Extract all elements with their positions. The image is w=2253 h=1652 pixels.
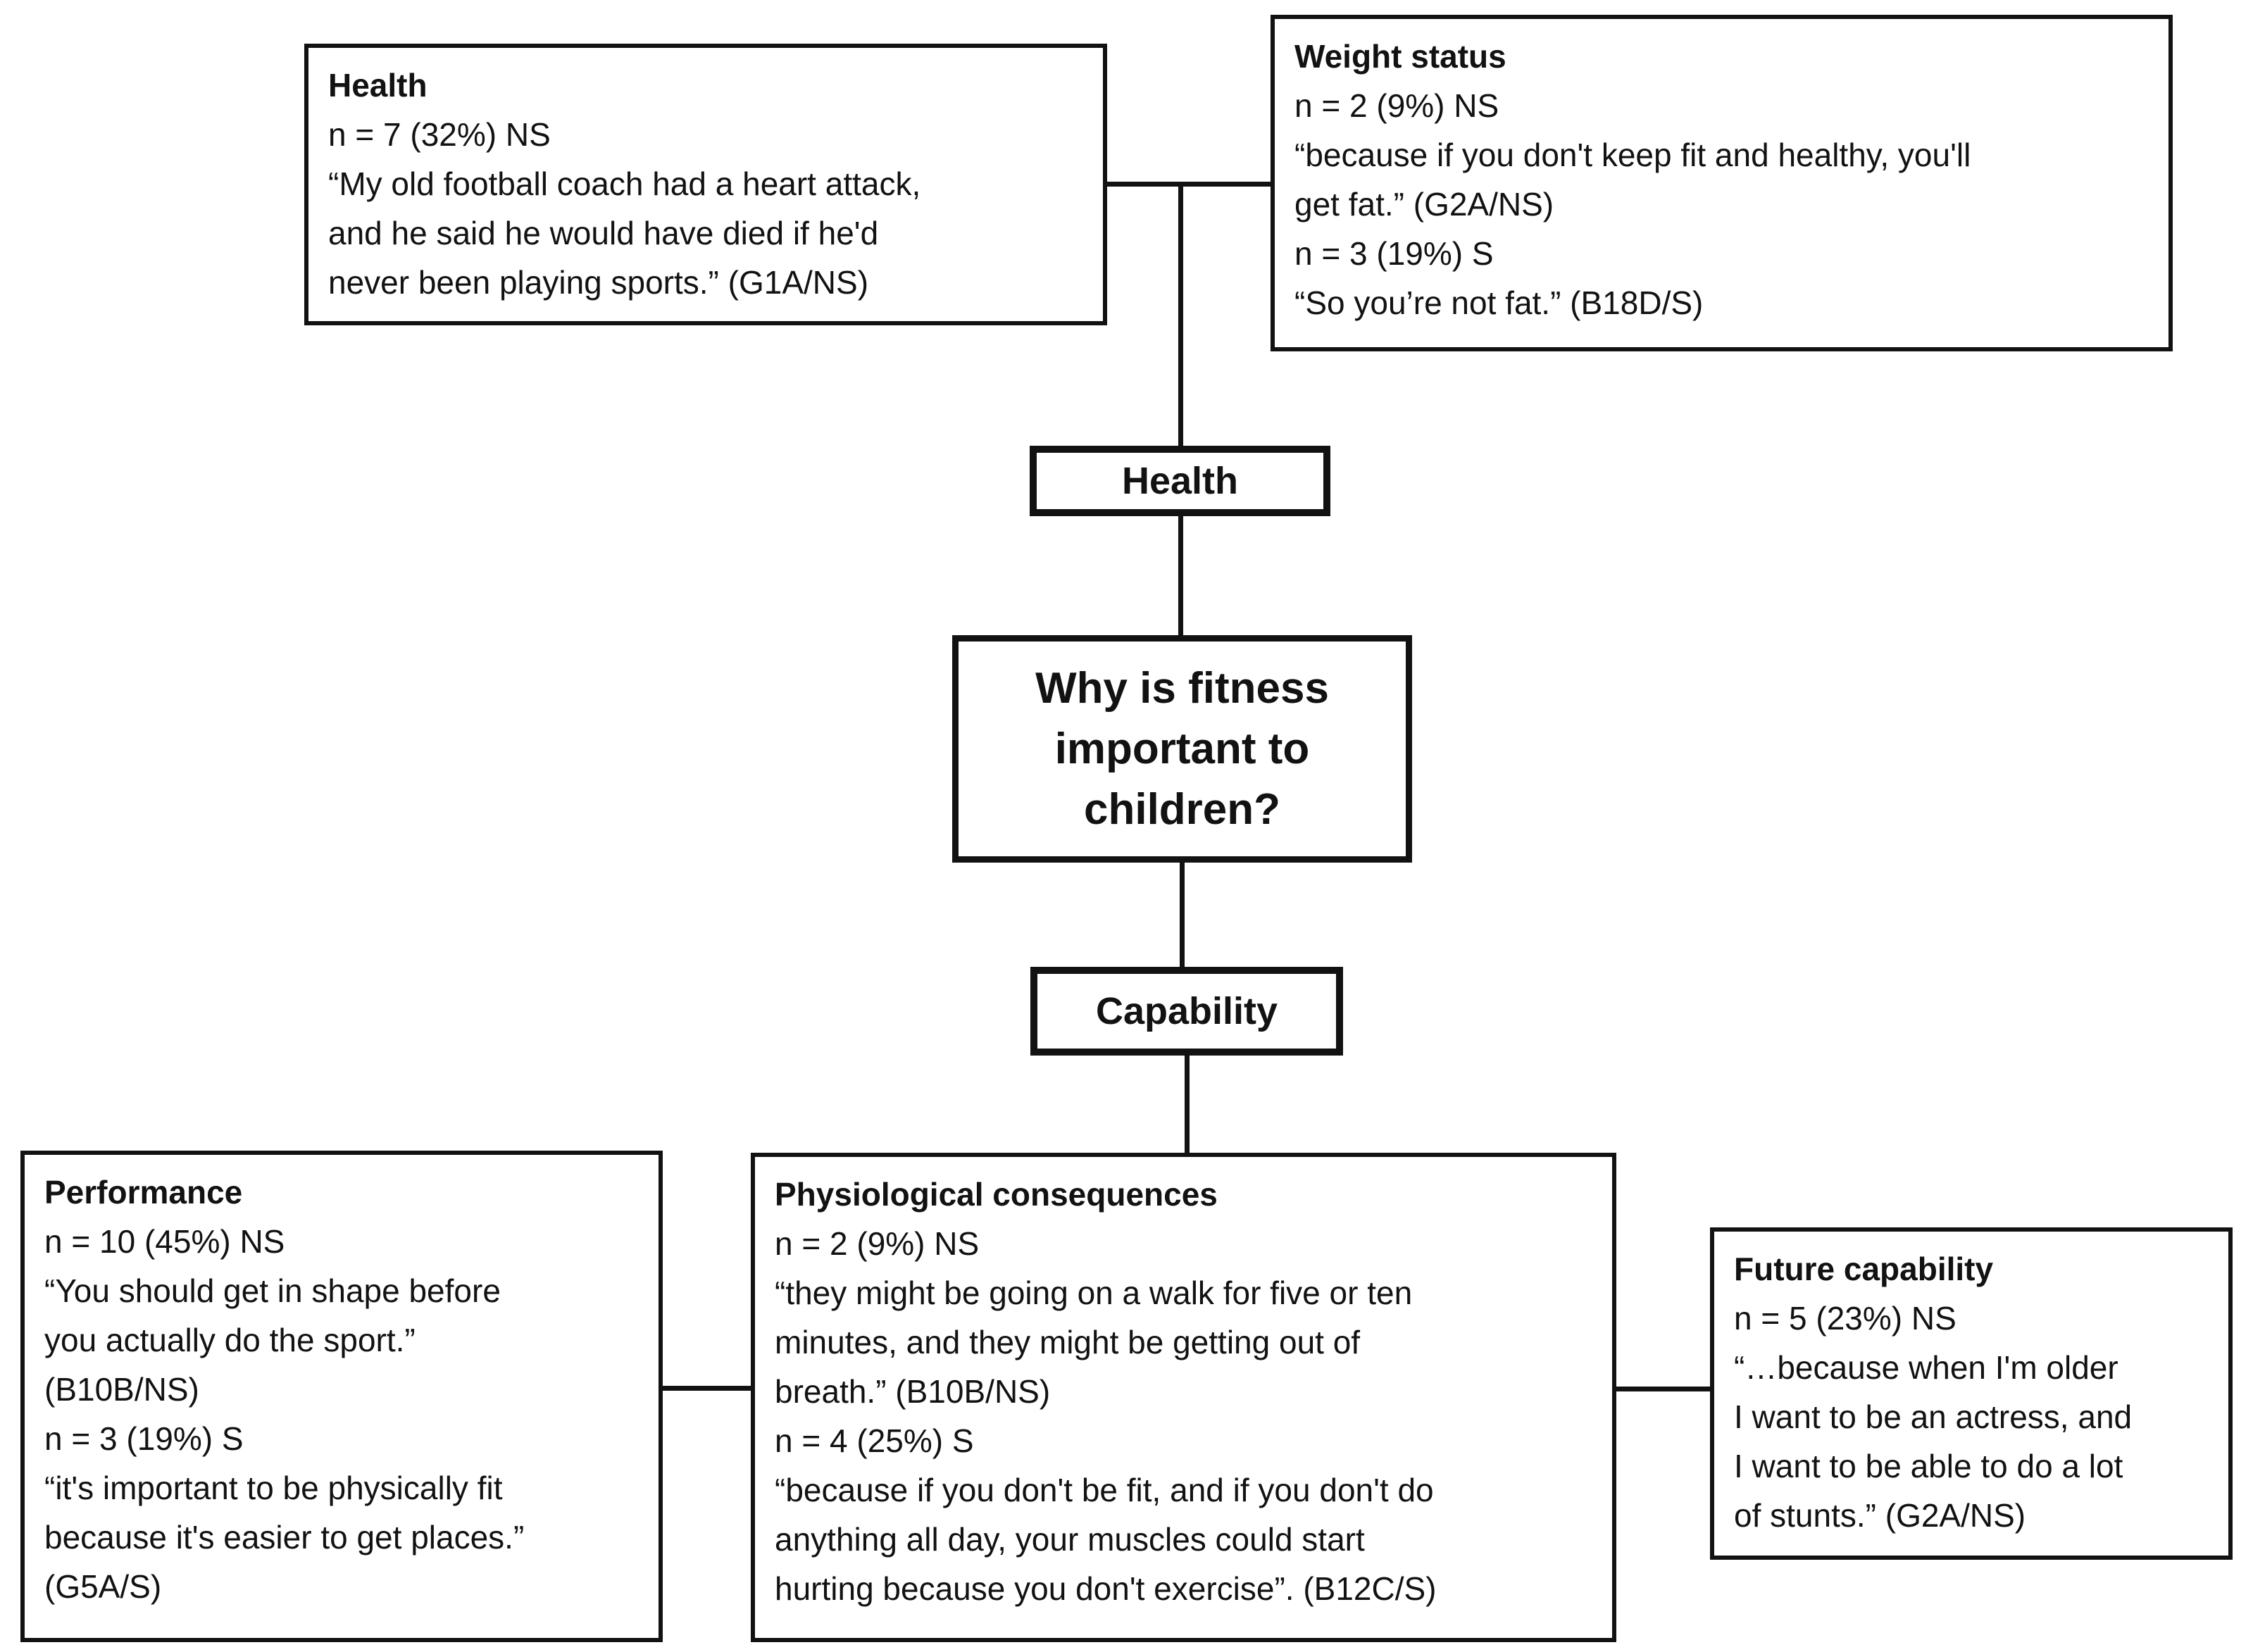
category-box-performance: Performance n = 10 (45%) NS “You should …: [20, 1151, 663, 1642]
connector-capability-theme-to-physiological: [1185, 1053, 1190, 1155]
category-box-physiological-consequences: Physiological consequences n = 2 (9%) NS…: [751, 1153, 1616, 1642]
category-box-future-capability: Future capability n = 5 (23%) NS “…becau…: [1710, 1227, 2233, 1560]
category-title-health: Health: [328, 67, 427, 104]
theme-box-capability: Capability: [1030, 967, 1343, 1056]
category-box-health: Health n = 7 (32%) NS “My old football c…: [304, 44, 1107, 325]
category-body-physiological-consequences: n = 2 (9%) NS “they might be going on a …: [775, 1225, 1437, 1607]
connector-performance-to-physiological: [661, 1386, 753, 1391]
connector-question-to-capability-theme: [1180, 861, 1185, 968]
connector-top-branch-to-health-theme: [1178, 182, 1183, 446]
connector-health-detail-to-weight-status: [1102, 182, 1271, 187]
category-title-weight-status: Weight status: [1294, 38, 1506, 75]
category-box-weight-status: Weight status n = 2 (9%) NS “because if …: [1271, 15, 2173, 351]
category-body-health: n = 7 (32%) NS “My old football coach ha…: [328, 116, 921, 301]
category-body-future-capability: n = 5 (23%) NS “…because when I'm older …: [1734, 1300, 2133, 1534]
category-title-future-capability: Future capability: [1734, 1251, 1994, 1287]
question-box: Why is fitness important to children?: [952, 635, 1412, 863]
category-body-weight-status: n = 2 (9%) NS “because if you don't keep…: [1294, 87, 1971, 321]
theme-box-health: Health: [1030, 446, 1330, 516]
connector-physiological-to-future-capability: [1614, 1387, 1712, 1391]
connector-health-theme-to-question: [1178, 514, 1183, 637]
category-title-performance: Performance: [44, 1174, 243, 1210]
category-body-performance: n = 10 (45%) NS “You should get in shape…: [44, 1223, 525, 1605]
category-title-physiological-consequences: Physiological consequences: [775, 1176, 1218, 1213]
